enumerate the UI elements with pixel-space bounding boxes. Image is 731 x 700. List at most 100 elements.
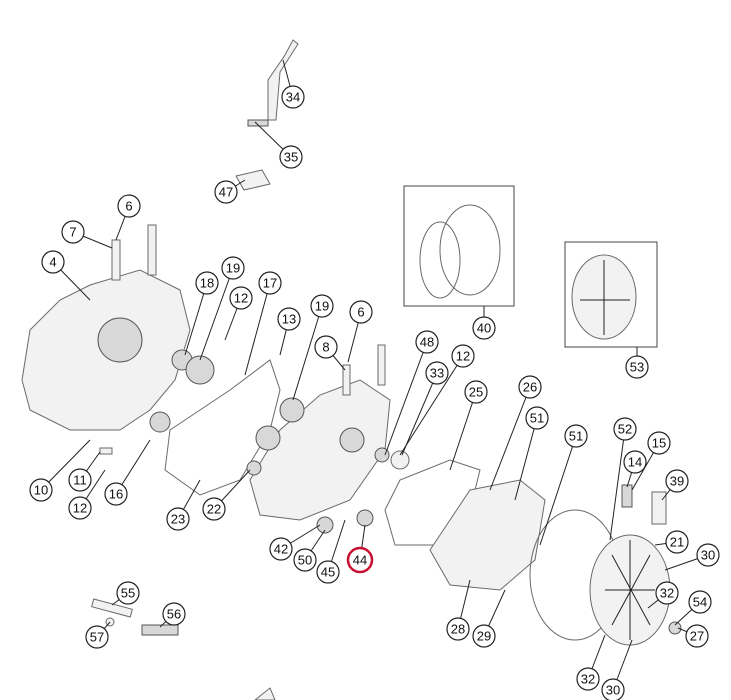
callout-53[interactable]: 53 [625,355,649,379]
callout-12[interactable]: 12 [68,496,92,520]
leader-line [489,386,531,491]
callout-45[interactable]: 45 [316,560,340,584]
callout-label: 56 [167,607,181,622]
dowel [99,447,113,455]
callout-34[interactable]: 34 [281,85,305,109]
callout-54[interactable]: 54 [688,590,712,614]
callout-label: 51 [569,429,583,444]
callout-circle [68,496,92,520]
callout-label: 50 [298,553,312,568]
callout-label: 15 [652,436,666,451]
callout-11[interactable]: 11 [68,468,92,492]
callout-30[interactable]: 30 [601,678,625,700]
callout-55[interactable]: 55 [116,581,140,605]
leader-line [514,417,538,501]
callout-22[interactable]: 22 [202,497,226,521]
washer [668,621,682,635]
callout-12[interactable]: 12 [229,286,253,310]
callout-21[interactable]: 21 [665,530,689,554]
callout-42[interactable]: 42 [269,537,293,561]
callout-18[interactable]: 18 [195,271,219,295]
callout-28[interactable]: 28 [446,617,470,641]
callout-label: 33 [430,366,444,381]
callout-6[interactable]: 6 [349,300,373,324]
callout-circle [117,194,141,218]
cover-inset-ribs [580,260,630,335]
callout-25[interactable]: 25 [464,380,488,404]
leader-line [399,355,464,456]
callout-label: 53 [630,360,644,375]
callout-12[interactable]: 12 [451,344,475,368]
callout-51[interactable]: 51 [525,406,549,430]
callout-circle [349,300,373,324]
callout-17[interactable]: 17 [258,271,282,295]
o-ring [390,450,410,470]
callout-label: 39 [670,474,684,489]
callout-4[interactable]: 4 [41,250,65,274]
callout-23[interactable]: 23 [166,507,190,531]
callout-label: 14 [628,455,642,470]
callout-label: 27 [690,629,704,644]
callout-30[interactable]: 30 [696,543,720,567]
callout-circle [665,530,689,554]
bearing [149,411,171,433]
callout-19[interactable]: 19 [221,256,245,280]
callout-circle [518,375,542,399]
callout-16[interactable]: 16 [104,482,128,506]
leader-line [384,341,428,456]
callout-circle [564,424,588,448]
callout-label: 19 [315,299,329,314]
callout-7[interactable]: 7 [61,220,85,244]
callout-50[interactable]: 50 [293,548,317,572]
callout-circle [655,581,679,605]
callout-13[interactable]: 13 [277,307,301,331]
callout-circle [221,256,245,280]
callout-label: 47 [219,185,233,200]
callout-circle [258,271,282,295]
callout-33[interactable]: 33 [425,361,449,385]
callout-32[interactable]: 32 [576,667,600,691]
callout-56[interactable]: 56 [162,602,186,626]
callout-label: 16 [109,487,123,502]
callout-48[interactable]: 48 [415,330,439,354]
callout-26[interactable]: 26 [518,375,542,399]
callout-19[interactable]: 19 [310,294,334,318]
callout-57[interactable]: 57 [85,625,109,649]
callout-15[interactable]: 15 [647,431,671,455]
callout-circle [166,507,190,531]
leader-line [401,372,438,456]
shift-lever [267,39,299,121]
callout-51[interactable]: 51 [564,424,588,448]
callout-47[interactable]: 47 [214,180,238,204]
callout-circle [464,380,488,404]
seal [374,447,390,463]
seal [339,427,365,453]
callout-label: 32 [660,586,674,601]
parts-drawing [21,39,682,700]
callout-27[interactable]: 27 [685,624,709,648]
callout-44[interactable]: 44 [346,546,374,574]
callout-39[interactable]: 39 [665,469,689,493]
callout-6[interactable]: 6 [117,194,141,218]
callout-circle [696,543,720,567]
callout-32[interactable]: 32 [655,581,679,605]
callout-circle [685,624,709,648]
callout-10[interactable]: 10 [29,478,53,502]
callout-circle [346,546,374,574]
callout-29[interactable]: 29 [472,624,496,648]
callout-circle [202,497,226,521]
callout-label: 23 [171,512,185,527]
callout-35[interactable]: 35 [279,145,303,169]
callout-40[interactable]: 40 [472,316,496,340]
callout-circle [85,625,109,649]
callout-52[interactable]: 52 [613,417,637,441]
callout-label: 17 [263,276,277,291]
callout-label: 40 [477,321,491,336]
bearing [279,397,305,423]
callout-14[interactable]: 14 [623,450,647,474]
callout-circle [446,617,470,641]
callout-8[interactable]: 8 [314,335,338,359]
callout-circle [623,450,647,474]
callout-label: 26 [523,380,537,395]
callout-circle [104,482,128,506]
